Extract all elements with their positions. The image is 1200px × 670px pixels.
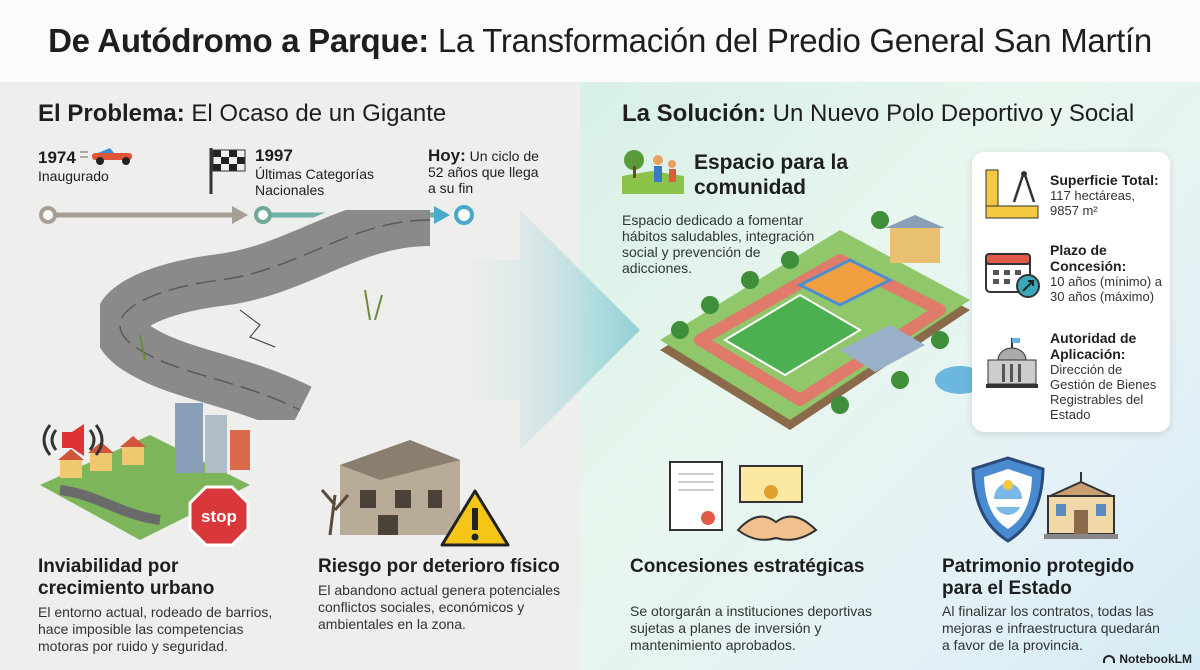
transition-arrow-icon	[460, 210, 640, 450]
title-bold: De Autódromo a Parque:	[48, 22, 429, 59]
problem-heading-bold: El Problema:	[38, 100, 185, 127]
page-title: De Autódromo a Parque: La Transformación…	[48, 22, 1152, 60]
fact-authority: Autoridad de Aplicación:Dirección de Ges…	[1050, 330, 1168, 422]
card-text: El entorno actual, rodeado de barrios, h…	[38, 604, 273, 654]
timeline-item-1997: 1997 Últimas Categorías Nacionales	[255, 146, 405, 198]
timeline-year: 1974	[38, 148, 76, 167]
fact-label: Plazo de Concesión:	[1050, 242, 1127, 274]
timeline-arrow	[39, 205, 474, 225]
government-building-icon	[986, 338, 1038, 388]
timeline-text: Un ciclo de 52 años que llega a su fin	[428, 148, 539, 196]
ruler-compass-icon	[985, 169, 1039, 219]
warning-icon	[440, 489, 510, 547]
solution-heading-rest: Un Nuevo Polo Deportivo y Social	[772, 100, 1135, 127]
card-heritage-text: Al finalizar los contratos, todas las me…	[942, 603, 1160, 653]
argentina-shield-icon	[971, 456, 1045, 543]
card-title: Inviabilidad por crecimiento urbano	[38, 556, 215, 599]
urban-neighborhood-illustration	[40, 403, 250, 540]
title-bar: De Autódromo a Parque: La Transformación…	[0, 0, 1200, 82]
fact-value: Dirección de Gestión de Bienes Registrab…	[1050, 362, 1157, 422]
card-title: Riesgo por deterioro físico	[318, 556, 560, 577]
concession-contract-icon	[669, 461, 818, 541]
checkered-flag-icon	[209, 148, 246, 194]
fact-value: 117 hectáreas, 9857 m²	[1050, 188, 1136, 218]
problem-heading: El Problema: El Ocaso de un Gigante	[38, 100, 446, 128]
stop-sign-icon: stop	[188, 485, 250, 547]
card-physical-deterioration: Riesgo por deterioro físico El abandono …	[318, 556, 568, 633]
calendar-icon	[985, 253, 1040, 298]
problem-heading-rest: El Ocaso de un Gigante	[191, 100, 447, 127]
branding-text: NotebookLM	[1119, 652, 1192, 666]
notebooklm-logo-icon	[1103, 655, 1116, 663]
community-text: Espacio dedicado a fomentar hábitos salu…	[622, 212, 815, 276]
fact-value: 10 años (mínimo) a 30 años (máximo)	[1050, 274, 1162, 304]
stop-sign-text: stop	[201, 507, 237, 526]
timeline-year: Hoy:	[428, 146, 466, 165]
card-heritage-title: Patrimonio protegido para el Estado	[942, 556, 1135, 599]
card-concessions-title: Concesiones estratégicas	[630, 556, 865, 577]
fact-surface: Superficie Total:117 hectáreas, 9857 m²	[1050, 172, 1165, 218]
timeline-text: Últimas Categorías Nacionales	[255, 166, 375, 198]
noise-speaker-icon	[42, 424, 104, 456]
title-rest: La Transformación del Predio General San…	[437, 22, 1152, 59]
fact-label: Autoridad de Aplicación:	[1050, 330, 1137, 362]
timeline-item-1974: 1974 Inaugurado	[38, 146, 142, 184]
community-park-icon	[622, 150, 684, 194]
public-building-icon	[1044, 472, 1118, 539]
timeline-text: Inaugurado	[38, 168, 109, 184]
deteriorated-building-illustration	[320, 440, 460, 536]
fact-concession-term: Plazo de Concesión:10 años (mínimo) a 30…	[1050, 242, 1168, 304]
card-concessions-text: Se otorgarán a instituciones deportivas …	[630, 603, 873, 653]
abandoned-racetrack-illustration	[100, 210, 431, 420]
fact-label: Superficie Total:	[1050, 172, 1159, 188]
solution-heading-bold: La Solución:	[622, 100, 766, 127]
race-car-icon	[80, 148, 133, 165]
notebooklm-watermark: NotebookLM	[1103, 652, 1192, 666]
card-urban-growth: Inviabilidad por crecimiento urbano El e…	[38, 556, 288, 655]
timeline-year: 1997	[255, 146, 293, 165]
sports-park-illustration	[660, 211, 980, 430]
card-text: El abandono actual genera potenciales co…	[318, 582, 561, 632]
solution-heading: La Solución: Un Nuevo Polo Deportivo y S…	[622, 100, 1134, 128]
timeline-item-today: Hoy: Un ciclo de 52 años que llega a su …	[428, 146, 543, 196]
community-title: Espacio para la comunidad	[694, 151, 849, 199]
